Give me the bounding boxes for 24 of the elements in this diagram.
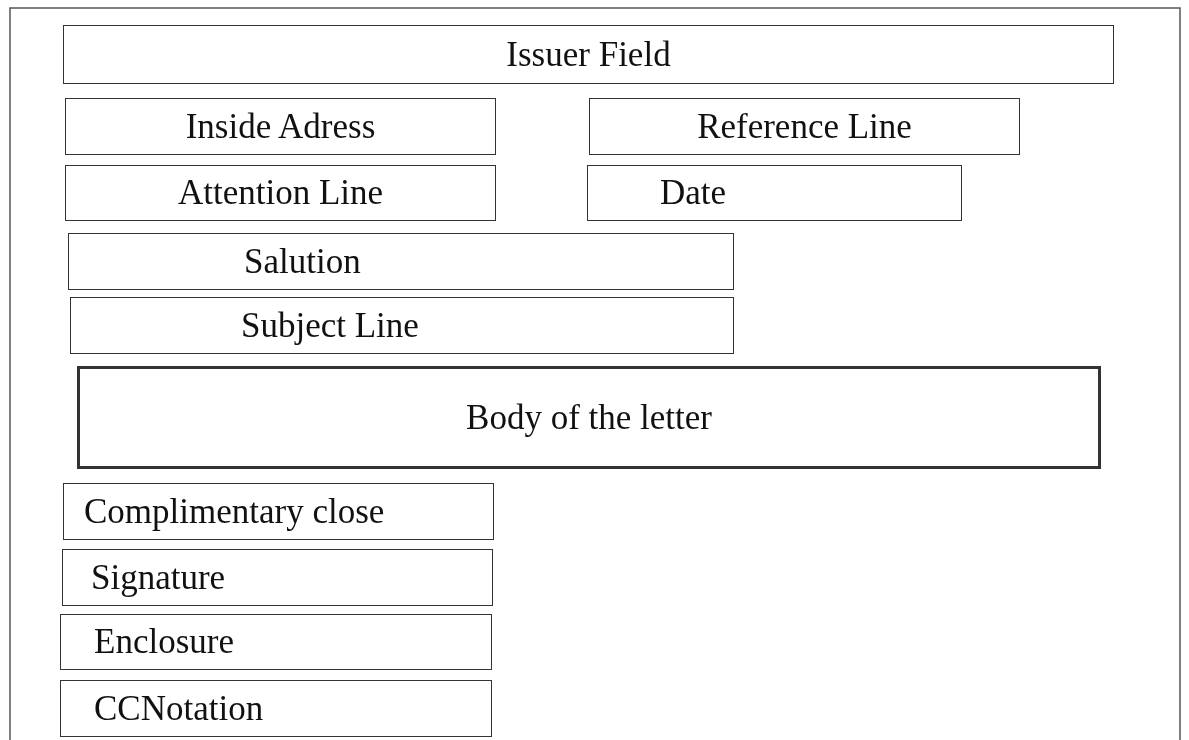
section-label: Signature [91, 557, 226, 598]
section-label: CCNotation [94, 688, 264, 729]
letter-section-box [63, 483, 494, 540]
letter-section-box [70, 297, 734, 354]
letter-section-box [65, 165, 496, 221]
letter-section-box [587, 165, 962, 221]
section-label: Attention Line [177, 173, 384, 213]
letter-section-box [63, 25, 1114, 84]
section-label: Salution [244, 241, 361, 282]
letter-section-box [62, 549, 493, 606]
letter-section-box [77, 366, 1101, 469]
section-label: Reference Line [697, 106, 912, 147]
section-label: Body of the letter [466, 397, 712, 438]
letter-section-box [60, 614, 492, 670]
section-label: Complimentary close [84, 491, 385, 532]
letter-section-box [60, 680, 492, 737]
letter-section-box [589, 98, 1020, 155]
section-label: Enclosure [94, 622, 234, 662]
letter-section-box [68, 233, 734, 290]
letter-section-box [65, 98, 496, 155]
section-label: Date [660, 173, 727, 213]
section-label: Issuer Field [506, 34, 671, 75]
section-label: Inside Adress [185, 106, 376, 147]
section-label: Subject Line [241, 305, 419, 346]
